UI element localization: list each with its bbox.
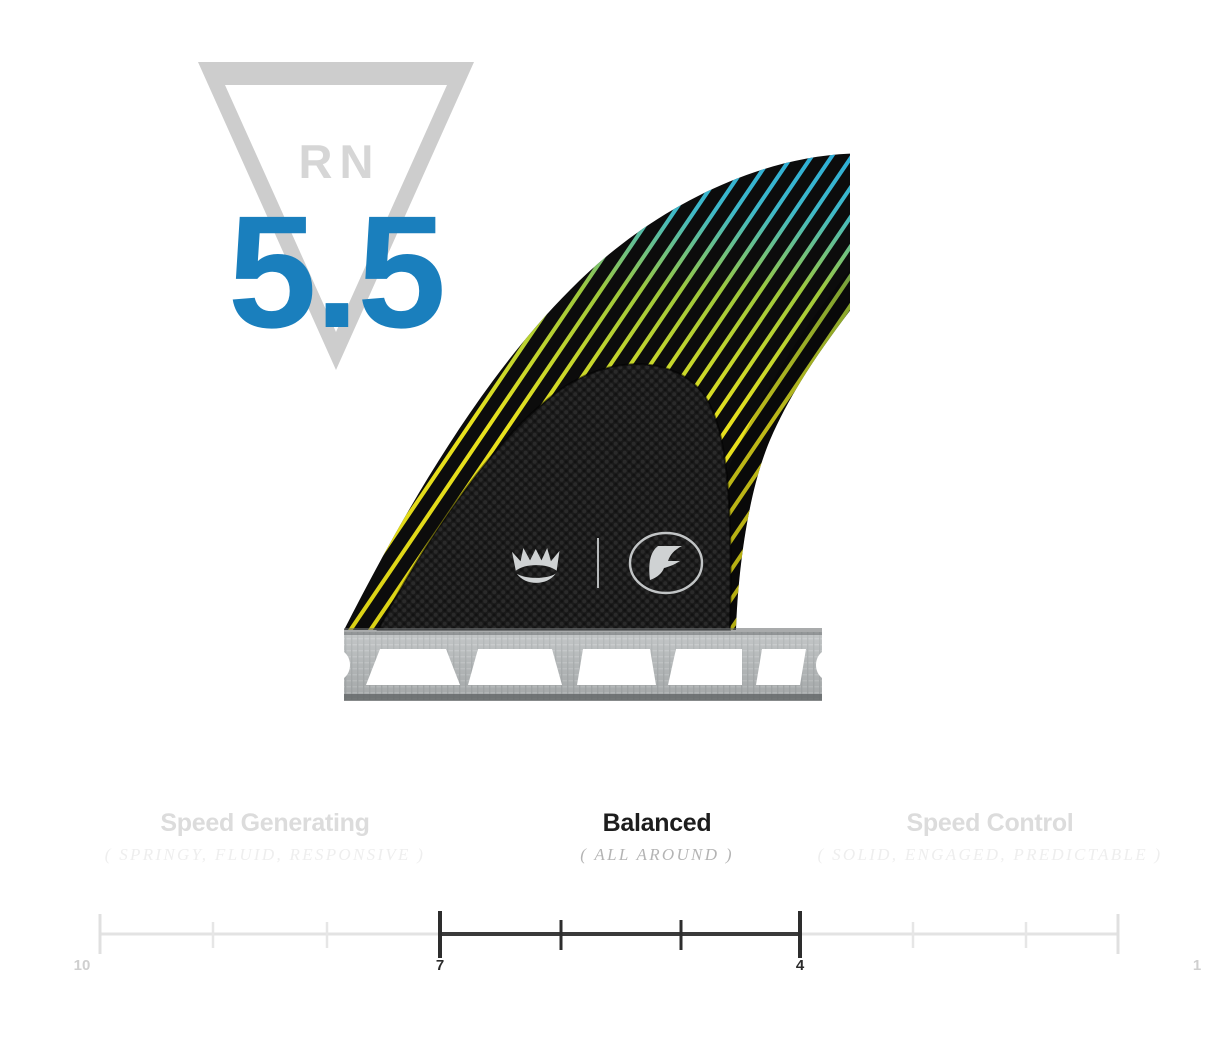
inverted-triangle-icon xyxy=(198,62,474,370)
mayhem-lost-logo xyxy=(512,548,560,583)
legend-subtitle: ( SPRINGY, FLUID, RESPONSIVE ) xyxy=(104,845,426,864)
legend-subtitle: ( SOLID, ENGAGED, PREDICTABLE ) xyxy=(817,845,1163,864)
fin-base-cutouts xyxy=(366,649,806,685)
legend-title: Balanced xyxy=(602,809,712,837)
scale-tick-label-10: 10 xyxy=(73,957,91,974)
flex-scale-legend: Speed Generating ( SPRINGY, FLUID, RESPO… xyxy=(0,800,1214,880)
badge-value-label: 5.5 xyxy=(227,182,446,361)
fin-graphic xyxy=(344,153,850,701)
flex-rating-badge: RN 5.5 xyxy=(180,52,492,372)
scale-tick-label-4: 4 xyxy=(795,957,805,974)
fin-foil xyxy=(344,153,850,631)
fin-illustration xyxy=(330,140,850,710)
scale-tick-label-7: 7 xyxy=(435,957,445,974)
legend-title: Speed Control xyxy=(906,809,1074,837)
legend-subtitle: ( ALL AROUND ) xyxy=(580,845,734,864)
legend-speed-control: Speed Control ( SOLID, ENGAGED, PREDICTA… xyxy=(740,808,1214,869)
legend-balanced: Balanced ( ALL AROUND ) xyxy=(497,808,817,869)
scale-track xyxy=(98,911,1120,958)
fin-base xyxy=(344,628,822,701)
fin-core-panel xyxy=(376,363,732,631)
flex-scale: Speed Generating ( SPRINGY, FLUID, RESPO… xyxy=(0,800,1214,1000)
flex-scale-axis: 10 7 4 1 xyxy=(0,900,1214,1000)
legend-title: Speed Generating xyxy=(160,809,370,837)
badge-code-label: RN xyxy=(298,135,381,188)
futures-f-logo xyxy=(628,531,704,595)
legend-speed-generating: Speed Generating ( SPRINGY, FLUID, RESPO… xyxy=(10,808,520,869)
scale-tick-label-1: 1 xyxy=(1192,957,1202,974)
